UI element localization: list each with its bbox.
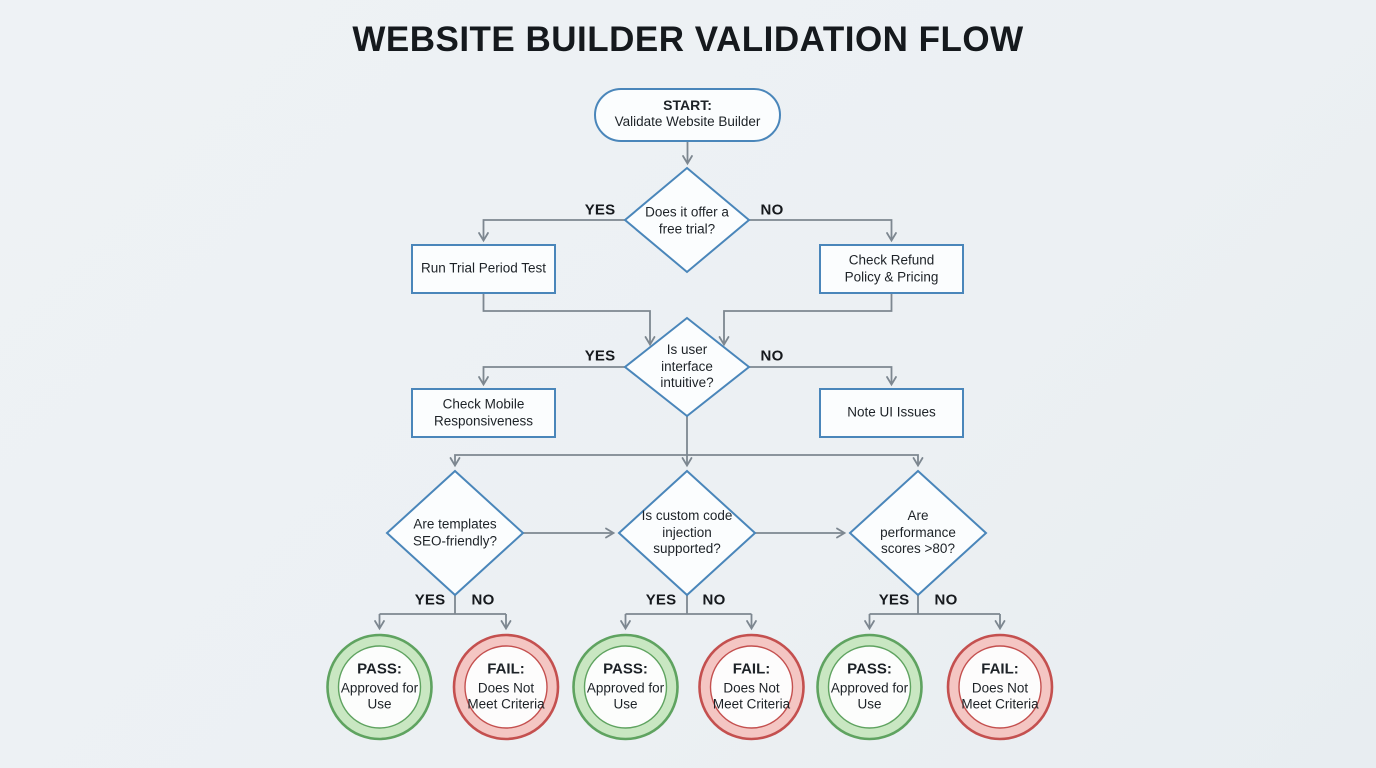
pass-label-3: PASS: Approved for Use <box>829 660 911 713</box>
pass-subtitle-3: Approved for Use <box>830 680 909 712</box>
pass-subtitle-1: Approved for Use <box>340 680 419 712</box>
fail-subtitle-1: Does Not Meet Criteria <box>467 680 545 712</box>
connector-branch-to-seo-decision <box>449 454 687 468</box>
connector-refund-to-ui-decision <box>718 293 893 347</box>
code-yes-label: YES <box>645 591 677 609</box>
decision-free-trial-label: Does it offer a free trial? <box>645 204 729 236</box>
decision-performance-scores <box>848 469 988 597</box>
fail-label-3: FAIL: Does Not Meet Criteria <box>955 660 1045 713</box>
start-node-label: START: Validate Website Builder <box>595 97 780 131</box>
pass-label-1: PASS: Approved for Use <box>339 660 421 713</box>
code-no-label: NO <box>702 591 726 609</box>
free-trial-no-label: NO <box>760 201 784 219</box>
decision-ui-intuitive-label: Is user interface intuitive? <box>660 341 714 391</box>
start-node <box>594 88 781 142</box>
start-node-subtitle: Validate Website Builder <box>614 114 761 130</box>
pass-circle-2-inner <box>583 645 668 729</box>
fail-label-1: FAIL: Does Not Meet Criteria <box>461 660 551 713</box>
start-node-title: START: <box>663 96 712 113</box>
connector-no-to-ui-issues <box>749 366 897 387</box>
pass-label-2: PASS: Approved for Use <box>585 660 667 713</box>
connector-no-to-refund <box>749 219 897 243</box>
fail-circle-2-inner <box>709 645 794 729</box>
split-seo <box>379 595 506 615</box>
connector-yes-to-mobile <box>478 366 625 387</box>
ui-intuitive-yes-label: YES <box>584 347 616 365</box>
fail-title-3: FAIL: <box>981 660 1019 678</box>
fail-circle-3-inner <box>958 645 1042 729</box>
ui-intuitive-no-label: NO <box>760 347 784 365</box>
process-check-mobile <box>411 388 556 438</box>
process-run-trial-test-label: Run Trial Period Test <box>420 260 547 276</box>
decision-performance-scores-label: Are performance scores >80? <box>880 507 956 557</box>
fail-circle-1-inner <box>464 645 548 729</box>
process-run-trial-test <box>411 244 556 294</box>
decision-code-injection-label: Is custom code injection supported? <box>641 507 733 557</box>
decision-code-injection <box>617 469 757 597</box>
seo-no-label: NO <box>471 591 495 609</box>
fail-subtitle-3: Does Not Meet Criteria <box>961 680 1039 712</box>
decision-ui-intuitive <box>623 316 751 418</box>
pass-circle-1-inner <box>337 645 422 729</box>
free-trial-yes-label: YES <box>584 201 616 219</box>
process-check-refund-label: Check Refund Policy & Pricing <box>844 252 939 284</box>
fail-title-2: FAIL: <box>732 660 771 678</box>
split-code <box>625 595 752 615</box>
pass-title-2: PASS: <box>603 660 648 678</box>
process-check-mobile-label: Check Mobile Responsiveness <box>433 396 534 428</box>
process-check-refund <box>819 244 964 294</box>
flow-connectors <box>374 141 1006 631</box>
performance-yes-label: YES <box>878 591 910 609</box>
seo-yes-label: YES <box>414 591 446 609</box>
pass-circle-3-inner <box>827 645 912 729</box>
decision-templates-seo <box>385 469 525 597</box>
split-performance <box>869 595 1000 615</box>
fail-label-2: FAIL: Does Not Meet Criteria <box>707 660 797 713</box>
decision-templates-seo-label: Are templates SEO-friendly? <box>412 516 498 548</box>
fail-subtitle-2: Does Not Meet Criteria <box>712 680 791 712</box>
pass-title-3: PASS: <box>847 660 892 678</box>
connector-branch-to-performance-decision <box>687 454 924 468</box>
fail-title-1: FAIL: <box>487 660 525 678</box>
connector-yes-to-trial-test <box>478 219 625 243</box>
page-title: WEBSITE BUILDER VALIDATION FLOW <box>352 20 1024 59</box>
process-note-ui-issues <box>819 388 964 438</box>
performance-no-label: NO <box>934 591 958 609</box>
pass-title-1: PASS: <box>357 660 402 678</box>
decision-free-trial <box>623 166 751 274</box>
connector-trial-test-to-ui-decision <box>482 293 656 347</box>
pass-subtitle-2: Approved for Use <box>586 680 665 712</box>
process-note-ui-issues-label: Note UI Issues <box>847 404 936 420</box>
